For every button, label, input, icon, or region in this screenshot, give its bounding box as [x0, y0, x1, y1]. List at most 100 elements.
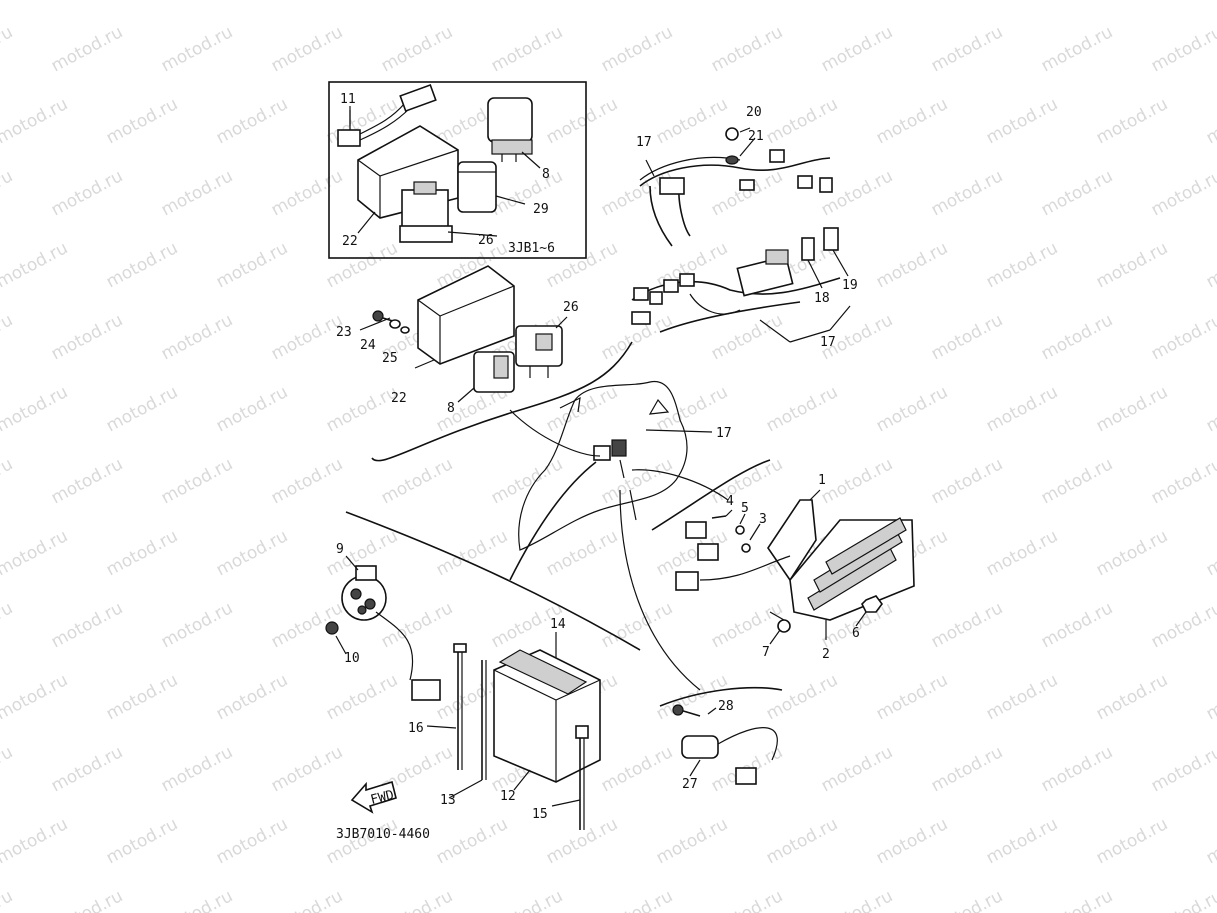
callout-24: 24: [360, 338, 376, 353]
watermark-text: motod.ru: [1148, 454, 1217, 508]
watermark-text: motod.ru: [873, 670, 951, 724]
watermark-text: motod.ru: [1038, 166, 1116, 220]
callout-22-inset: 22: [342, 234, 358, 249]
inset-note: 3JB1~6: [508, 241, 555, 256]
watermark-text: motod.ru: [983, 238, 1061, 292]
watermark-text: motod.ru: [1038, 598, 1116, 652]
watermark-text: motod.ru: [873, 0, 951, 4]
watermark-text: motod.ru: [1038, 742, 1116, 796]
watermark-text: motod.ru: [873, 814, 951, 868]
watermark-text: motod.ru: [103, 94, 181, 148]
watermark-text: motod.ru: [488, 454, 566, 508]
watermark-text: motod.ru: [543, 0, 621, 4]
watermark-text: motod.ru: [213, 94, 291, 148]
callout-25: 25: [382, 351, 398, 366]
watermark-text: motod.ru: [708, 310, 786, 364]
watermark-text: motod.ru: [0, 454, 16, 508]
watermark-text: motod.ru: [48, 742, 126, 796]
watermark-text: motod.ru: [378, 886, 456, 913]
callout-14: 14: [550, 617, 566, 632]
watermark-text: motod.ru: [598, 598, 676, 652]
watermark-text: motod.ru: [213, 382, 291, 436]
watermark-text: motod.ru: [433, 814, 511, 868]
watermark-text: motod.ru: [323, 94, 401, 148]
watermark-text: motod.ru: [268, 22, 346, 76]
watermark-text: motod.ru: [323, 670, 401, 724]
callout-8: 8: [447, 401, 455, 416]
watermark-text: motod.ru: [818, 454, 896, 508]
callout-17-mid: 17: [820, 335, 836, 350]
watermark-text: motod.ru: [0, 814, 71, 868]
watermark-text: motod.ru: [103, 526, 181, 580]
watermark-text: motod.ru: [928, 886, 1006, 913]
watermark-text: motod.ru: [983, 94, 1061, 148]
watermark-text: motod.ru: [0, 670, 71, 724]
watermark-text: motod.ru: [213, 670, 291, 724]
watermark-text: motod.ru: [158, 22, 236, 76]
watermark-text: motod.ru: [0, 742, 16, 796]
callout-21: 21: [748, 129, 764, 144]
callout-29: 29: [533, 202, 549, 217]
callout-19: 19: [842, 278, 858, 293]
watermark-text: motod.ru: [708, 886, 786, 913]
callout-20: 20: [746, 105, 762, 120]
watermark-text: motod.ru: [818, 22, 896, 76]
watermark-text: motod.ru: [543, 526, 621, 580]
watermark-text: motod.ru: [488, 22, 566, 76]
watermark-text: motod.ru: [708, 598, 786, 652]
watermark-text: motod.ru: [158, 454, 236, 508]
watermark-text: motod.ru: [48, 598, 126, 652]
watermark-text: motod.ru: [763, 814, 841, 868]
watermark-text: motod.ru: [983, 382, 1061, 436]
watermark-text: motod.ru: [1148, 166, 1217, 220]
callout-4: 4: [726, 494, 734, 509]
watermark-text: motod.ru: [653, 814, 731, 868]
cdi-group: [359, 265, 633, 462]
watermark-text: motod.ru: [1148, 886, 1217, 913]
watermark-text: motod.ru: [983, 814, 1061, 868]
sensor-group: [659, 686, 783, 785]
watermark-text: motod.ru: [268, 742, 346, 796]
watermark-text: motod.ru: [873, 382, 951, 436]
watermark-text: motod.ru: [158, 742, 236, 796]
watermark-text: motod.ru: [983, 670, 1061, 724]
callout-9: 9: [336, 542, 344, 557]
watermark-text: motod.ru: [268, 166, 346, 220]
watermark-text: motod.ru: [1148, 742, 1217, 796]
watermark-text: motod.ru: [0, 310, 16, 364]
watermark-text: motod.ru: [543, 382, 621, 436]
wire-harness-group: [631, 127, 851, 343]
watermark-text: motod.ru: [0, 238, 71, 292]
watermark-text: motod.ru: [763, 94, 841, 148]
watermark-text: motod.ru: [653, 94, 731, 148]
inset-box: [328, 81, 587, 259]
watermark-text: motod.ru: [0, 526, 71, 580]
callout-26: 26: [563, 300, 579, 315]
watermark-text: motod.ru: [598, 22, 676, 76]
watermark-text: motod.ru: [378, 454, 456, 508]
watermark-text: motod.ru: [0, 0, 71, 4]
watermark-text: motod.ru: [928, 598, 1006, 652]
callout-5: 5: [741, 501, 749, 516]
watermark-text: motod.ru: [1148, 598, 1217, 652]
watermark-text: motod.ru: [48, 22, 126, 76]
fwd-arrow: FWD: [350, 780, 397, 814]
watermark-text: motod.ru: [543, 94, 621, 148]
callout-6: 6: [852, 626, 860, 641]
callout-15: 15: [532, 807, 548, 822]
watermark-text: motod.ru: [1203, 814, 1217, 868]
watermark-text: motod.ru: [1093, 238, 1171, 292]
callout-17-frame: 17: [716, 426, 732, 441]
watermark-text: motod.ru: [818, 886, 896, 913]
callout-7: 7: [762, 645, 770, 660]
watermark-text: motod.ru: [0, 94, 71, 148]
watermark-text: motod.ru: [103, 238, 181, 292]
relay-8a: [487, 97, 533, 162]
callout-11: 11: [340, 92, 356, 107]
callout-28: 28: [718, 699, 734, 714]
watermark-text: motod.ru: [818, 742, 896, 796]
watermark-text: motod.ru: [1093, 94, 1171, 148]
watermark-text: motod.ru: [1038, 310, 1116, 364]
watermark-text: motod.ru: [1203, 94, 1217, 148]
watermark-text: motod.ru: [158, 166, 236, 220]
